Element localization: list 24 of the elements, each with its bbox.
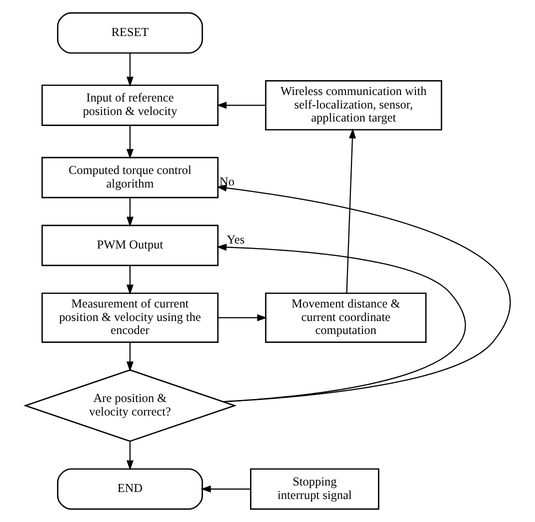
- arrow: [216, 244, 466, 402]
- node-box: Measurement of current position & velocity using the encoder: [40, 292, 218, 343]
- edge-label: Yes: [226, 232, 244, 247]
- arrow: [126, 442, 134, 470]
- arrow: [216, 102, 265, 109]
- node-box: END: [56, 468, 202, 510]
- arrow: [218, 314, 267, 322]
- arrow: [126, 126, 134, 160]
- edge-label: No: [219, 174, 234, 189]
- node-box: Stopping interrupt signal: [250, 468, 379, 510]
- arrow: [126, 198, 134, 227]
- arrow: [126, 266, 134, 295]
- node-box: PWM Output: [40, 224, 218, 266]
- node-diamond: Are position & velocity correct?: [22, 369, 236, 442]
- node-box: Movement distance & current coordinate computation: [264, 292, 426, 343]
- arrow: [346, 128, 356, 294]
- node-box: Computed torque control algorithm: [40, 156, 218, 198]
- arrow: [216, 184, 510, 402]
- node-box: RESET: [56, 12, 202, 54]
- node-box: Input of reference position & velocity: [40, 84, 218, 126]
- arrow: [126, 342, 134, 372]
- arrow: [126, 53, 134, 87]
- node-box: Wireless communication with self-localization, sensor, application target: [264, 80, 442, 130]
- arrow: [200, 486, 250, 493]
